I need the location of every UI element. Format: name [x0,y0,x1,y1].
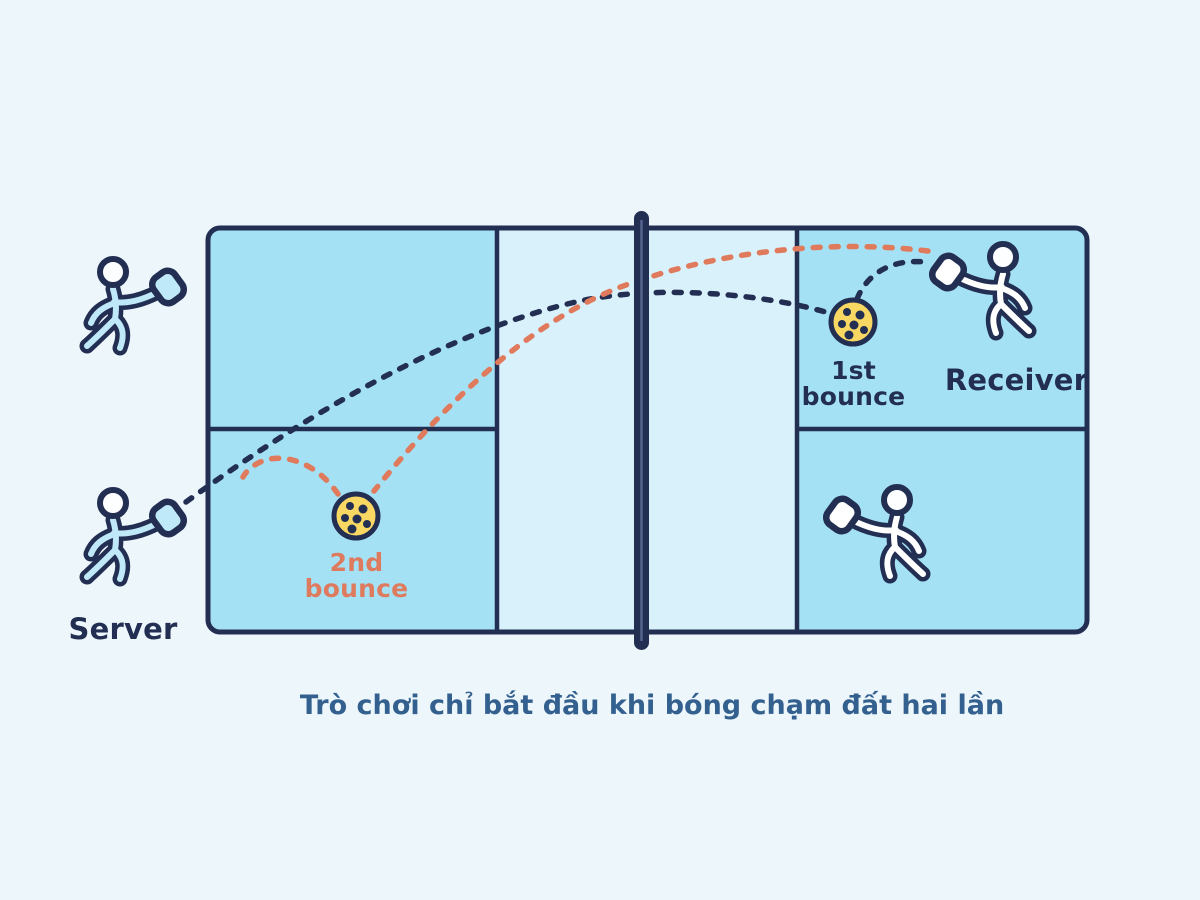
first-bounce-line1: 1st [831,356,876,385]
first-bounce-up-arc [854,258,928,302]
top-left-player-icon [87,259,187,348]
server-label: Server [68,612,178,646]
net [634,211,649,650]
first-bounce-label: 1st bounce [791,358,916,410]
first-bounce-line2: bounce [801,382,906,411]
second-bounce-label: 2nd bounce [294,550,419,602]
server-player-icon [87,490,187,579]
diagram-caption: Trò chơi chỉ bắt đầu khi bóng chạm đất h… [299,690,1005,721]
receiver-label: Receiver [944,363,1089,397]
first-bounce-ball [831,300,875,344]
serve-trajectory [183,289,835,505]
second-bounce-up-arc [240,455,341,497]
second-bounce-line1: 2nd [329,548,384,577]
second-bounce-ball [334,494,378,538]
second-bounce-line2: bounce [304,574,409,603]
